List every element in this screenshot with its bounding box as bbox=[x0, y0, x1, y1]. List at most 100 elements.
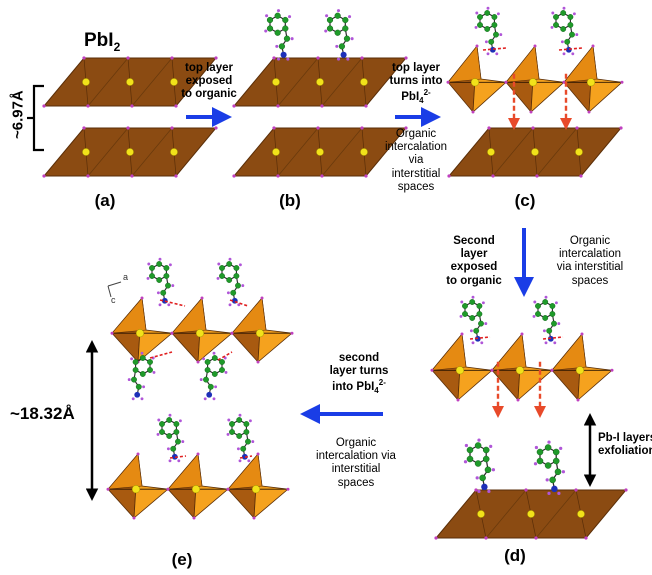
carbon-atom bbox=[236, 417, 243, 423]
slab-edge bbox=[277, 127, 319, 177]
hydrogen-atom bbox=[534, 445, 539, 450]
hydrogen-atom bbox=[248, 419, 252, 423]
carbon-atom bbox=[230, 289, 237, 296]
panel-label-b: (b) bbox=[279, 191, 301, 210]
iodine-atom bbox=[490, 368, 494, 372]
step-ab-label: top layer exposed to organic bbox=[176, 62, 242, 102]
iodine-atom bbox=[130, 174, 134, 178]
carbon-atom bbox=[536, 448, 544, 456]
iodine-atom bbox=[562, 80, 566, 84]
organic-molecule-b1 bbox=[264, 9, 294, 61]
hydrogen-atom bbox=[348, 15, 352, 19]
hydrogen-atom bbox=[146, 276, 150, 280]
step-bc-note: Organic intercalation via interstitial s… bbox=[377, 128, 455, 194]
organic-molecule-d3 bbox=[463, 438, 496, 494]
step-bc-note3: via bbox=[408, 154, 424, 167]
carbon-atom bbox=[226, 261, 233, 267]
hydrogen-atom bbox=[496, 12, 500, 16]
hydrogen-atom bbox=[471, 295, 475, 299]
carbon-atom bbox=[535, 311, 541, 317]
octahedron-face bbox=[231, 297, 267, 334]
carbon-atom bbox=[135, 383, 142, 390]
iodine-atom bbox=[404, 126, 408, 130]
iodine-atom bbox=[276, 104, 280, 108]
hydrogen-atom bbox=[481, 301, 485, 305]
octa-layer-e-top bbox=[110, 296, 294, 364]
hydrogen-atom bbox=[276, 9, 281, 13]
carbon-atom bbox=[282, 16, 289, 24]
hydrogen-atom bbox=[224, 370, 228, 374]
step-cd-note: Organic intercalation via interstitial s… bbox=[540, 235, 640, 288]
pb-atom bbox=[577, 510, 585, 518]
compound-title: PbI2 bbox=[84, 30, 120, 55]
pb-atom bbox=[195, 329, 205, 338]
iodine-atom bbox=[166, 487, 170, 491]
octahedron-face bbox=[447, 45, 482, 83]
carbon-atom bbox=[175, 438, 181, 445]
iodine-atom bbox=[624, 488, 628, 492]
nitrogen-atom bbox=[280, 51, 287, 58]
carbon-atom bbox=[342, 16, 349, 24]
carbon-atom bbox=[546, 327, 553, 334]
carbon-atom bbox=[160, 289, 167, 296]
carbon-atom bbox=[567, 22, 574, 28]
carbon-atom bbox=[536, 457, 544, 465]
hydrogen-atom bbox=[166, 447, 170, 451]
hydrogen-bond bbox=[482, 47, 507, 51]
hydrogen-bond bbox=[239, 455, 253, 459]
pb-atom bbox=[316, 148, 324, 156]
carbon-atom bbox=[132, 367, 139, 373]
organic-molecule-e6 bbox=[226, 413, 255, 463]
hydrogen-atom bbox=[147, 262, 151, 266]
carbon-atom bbox=[274, 29, 281, 36]
hydrogen-bond bbox=[217, 351, 233, 361]
iodine-atom bbox=[42, 104, 46, 108]
octahedron-face bbox=[167, 453, 203, 490]
carbon-atom bbox=[147, 367, 153, 373]
hydrogen-atom bbox=[157, 418, 161, 422]
step-bc-note1: Organic bbox=[395, 128, 437, 140]
carbon-atom bbox=[243, 421, 250, 427]
iodine-atom bbox=[214, 56, 218, 60]
hydrogen-atom bbox=[238, 263, 242, 267]
carbon-atom bbox=[236, 433, 243, 439]
carbon-atom bbox=[462, 311, 468, 317]
hydrogen-atom bbox=[542, 329, 546, 333]
iodine-atom bbox=[475, 44, 479, 48]
nitrogen-atom bbox=[340, 51, 347, 58]
iodine-atom bbox=[230, 331, 234, 335]
carbon-atom bbox=[484, 10, 491, 16]
pb-atom bbox=[575, 148, 583, 156]
carbon-atom bbox=[326, 16, 334, 24]
carbon-atom bbox=[552, 457, 560, 465]
hydrogen-atom bbox=[228, 257, 232, 261]
hydrogen-atom bbox=[177, 459, 181, 463]
slab-edge bbox=[485, 489, 527, 539]
iodine-atom bbox=[535, 174, 539, 178]
pb-atom bbox=[272, 148, 280, 156]
hydrogen-atom bbox=[156, 432, 160, 436]
step-ab-line1: top layer bbox=[185, 62, 233, 74]
iodine-atom bbox=[42, 174, 46, 178]
pb-atom bbox=[360, 78, 368, 86]
slab-edge bbox=[87, 57, 129, 107]
compound-subscript: 2 bbox=[113, 39, 121, 54]
pb-atom bbox=[455, 366, 465, 375]
octahedron-face bbox=[107, 453, 143, 490]
carbon-atom bbox=[479, 474, 486, 482]
nitrogen-atom bbox=[171, 453, 178, 460]
iodine-atom bbox=[196, 360, 200, 364]
carbon-atom bbox=[173, 429, 180, 435]
organic-molecule-d1 bbox=[459, 295, 488, 345]
carbon-atom bbox=[338, 43, 346, 50]
carbon-atom bbox=[342, 25, 349, 32]
octahedron-face bbox=[491, 333, 527, 371]
iodine-atom bbox=[140, 296, 144, 300]
carbon-atom bbox=[229, 421, 235, 427]
carbon-atom bbox=[149, 273, 155, 279]
carbon-atom bbox=[326, 25, 334, 32]
hydrogen-atom bbox=[533, 462, 538, 466]
hydrogen-atom bbox=[237, 303, 241, 307]
hydrogen-atom bbox=[544, 295, 548, 299]
